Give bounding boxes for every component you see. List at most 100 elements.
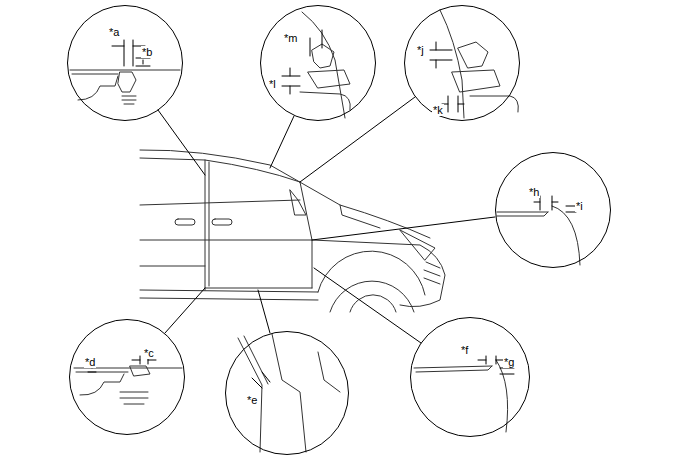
drawing-stroke	[308, 70, 350, 88]
drawing-stroke	[442, 96, 464, 112]
drawing-stroke	[158, 110, 205, 175]
detail-h-i	[497, 196, 580, 265]
drawing-stroke	[80, 374, 124, 395]
drawing-stroke	[497, 212, 548, 213]
drawing-stroke	[440, 10, 464, 118]
drawing-stroke	[140, 200, 300, 205]
dimension-label: *h	[528, 186, 540, 198]
drawing-stroke	[302, 12, 345, 118]
circle-outline	[67, 5, 183, 121]
drawing-stroke	[140, 150, 430, 238]
drawing-stroke	[400, 230, 435, 260]
detail-circle: *d *c	[69, 319, 185, 435]
drawing-stroke	[458, 42, 488, 68]
drawing-stroke	[270, 116, 294, 168]
detail-c-d	[74, 356, 182, 404]
drawing-stroke	[318, 352, 340, 392]
drawing-stroke	[70, 70, 180, 71]
circle-outline	[411, 318, 530, 437]
dimension-label: *m	[283, 32, 298, 44]
drawing-stroke	[140, 158, 300, 182]
dimension-label: *e	[246, 394, 258, 406]
drawing-stroke	[282, 68, 300, 94]
drawing-stroke	[312, 217, 495, 240]
dimension-label: *k	[432, 104, 444, 116]
circle-outline	[495, 152, 611, 268]
drawing-stroke	[310, 30, 322, 56]
dimension-label: *c	[143, 347, 155, 359]
drawing-stroke	[272, 334, 306, 452]
dimension-label: *a	[108, 26, 120, 38]
detail-circle: *e	[225, 331, 349, 455]
drawing-stroke	[312, 44, 334, 68]
drawing-stroke	[122, 96, 136, 104]
detail-circle: *a *b	[67, 5, 183, 121]
drawing-stroke	[209, 162, 210, 286]
detail-circle: *j *k	[404, 5, 520, 121]
drawing-stroke	[72, 74, 118, 75]
circle-outline	[405, 6, 520, 121]
detail-e	[238, 334, 340, 452]
drawing-stroke	[340, 205, 380, 228]
detail-circle: *h *i	[495, 152, 611, 268]
drawing-stroke	[205, 160, 206, 290]
dimension-label: *i	[575, 200, 584, 212]
detail-m-l	[282, 12, 350, 118]
circle-outline	[69, 319, 185, 435]
drawing-stroke	[414, 366, 492, 368]
dimension-label: *l	[268, 78, 277, 90]
drawing-stroke	[124, 40, 133, 66]
drawing-stroke	[258, 290, 270, 333]
circle-outline	[261, 6, 376, 121]
drawing-stroke	[76, 372, 128, 373]
drawing-stroke	[205, 288, 312, 289]
drawing-stroke	[300, 92, 350, 110]
drawing-stroke	[430, 42, 452, 68]
dimension-label: *d	[84, 356, 96, 368]
circle-outline	[70, 320, 185, 435]
drawing-stroke	[318, 251, 425, 295]
drawing-stroke	[496, 360, 508, 432]
circle-outline	[496, 153, 611, 268]
drawing-stroke	[120, 392, 148, 404]
dimension-label: *g	[503, 356, 515, 368]
drawing-stroke	[165, 288, 205, 333]
drawing-stroke	[118, 72, 136, 92]
drawing-stroke	[212, 219, 232, 225]
detail-a-b	[70, 40, 180, 104]
drawing-stroke	[478, 356, 504, 364]
drawing-stroke	[140, 240, 312, 241]
drawing-stroke	[552, 206, 580, 265]
drawing-stroke	[497, 212, 548, 216]
drawing-stroke	[130, 366, 150, 376]
drawing-stroke	[175, 219, 195, 225]
drawing-stroke	[470, 96, 518, 112]
circle-outline	[226, 332, 349, 455]
drawing-stroke	[424, 262, 440, 284]
drawing-stroke	[330, 281, 414, 312]
car-body	[140, 150, 445, 312]
leader-lines	[158, 97, 495, 343]
drawing-stroke	[452, 70, 500, 92]
circle-outline	[410, 317, 530, 437]
drawing-stroke	[140, 266, 205, 267]
drawing-stroke	[416, 366, 492, 372]
drawing-stroke	[140, 298, 318, 300]
drawing-stroke	[252, 372, 270, 388]
drawing-stroke	[300, 182, 312, 288]
dimension-label: *j	[416, 44, 425, 56]
dimension-label: *b	[141, 46, 153, 58]
drawing-stroke	[244, 336, 268, 384]
drawing-stroke	[500, 368, 514, 374]
drawing-stroke	[314, 268, 421, 343]
circle-outline	[225, 331, 349, 455]
circle-outline	[68, 6, 183, 121]
detail-circle: *m *l	[260, 5, 376, 121]
drawing-stroke	[136, 58, 150, 66]
drawing-stroke	[140, 290, 318, 292]
dimension-label: *f	[460, 344, 469, 356]
detail-circle: *f *g	[410, 317, 530, 437]
drawing-stroke	[534, 196, 558, 210]
